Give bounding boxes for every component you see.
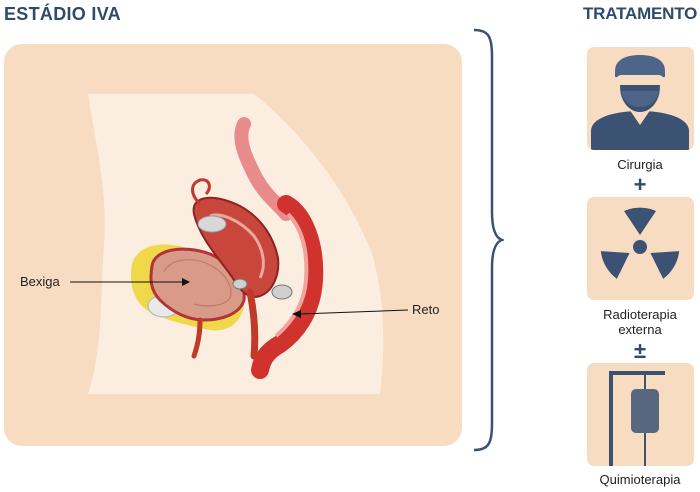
anatomy-panel: Bexiga Reto — [4, 44, 462, 446]
right-brace — [473, 28, 504, 452]
caption-surgery: Cirurgia — [617, 157, 663, 172]
card-radiotherapy — [587, 197, 694, 300]
rectum-pointer — [299, 309, 409, 315]
ovary — [197, 215, 227, 233]
card-surgery — [587, 47, 694, 150]
uterus-cavity — [209, 213, 265, 279]
surgeon-icon — [591, 55, 689, 150]
vagina — [246, 288, 259, 360]
operator-plusminus: ± — [633, 338, 647, 363]
label-rectum: Reto — [412, 302, 440, 317]
rectum-inner — [274, 212, 309, 338]
treatment-title: TRATAMENTO — [583, 4, 698, 23]
card-chemotherapy — [587, 363, 694, 466]
fallopian-tube — [191, 178, 211, 206]
tumor-bladder — [232, 278, 248, 290]
label-bladder: Bexiga — [20, 274, 60, 289]
pelvis-illustration — [70, 94, 409, 394]
caption-chemotherapy: Quimioterapia — [599, 472, 681, 487]
bladder-pointer-head — [182, 278, 190, 286]
stage-title: ESTÁDIO IVA — [4, 4, 121, 24]
operator-plus: + — [633, 172, 647, 197]
radiation-icon — [600, 207, 680, 279]
rectum-pointer-head — [292, 310, 301, 318]
iv-drip-icon — [609, 371, 665, 466]
bladder — [149, 247, 246, 322]
caption-radiotherapy: Radioterapia externa — [603, 307, 677, 337]
bladder-inner — [163, 259, 232, 307]
tumor — [271, 284, 293, 300]
urethra — [191, 317, 203, 359]
